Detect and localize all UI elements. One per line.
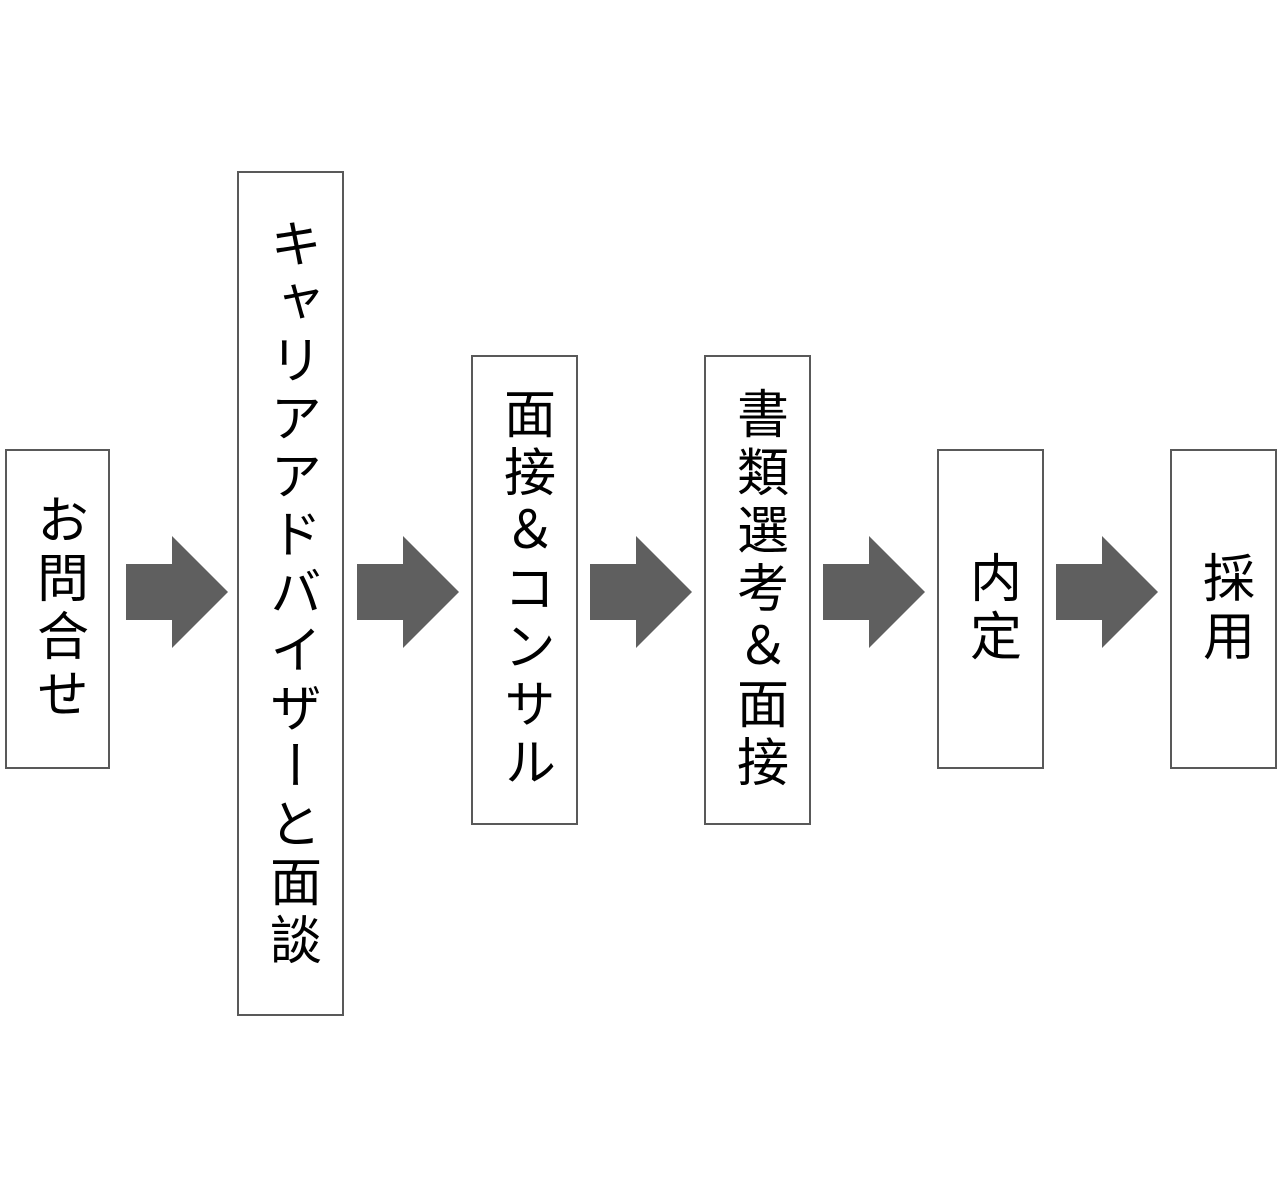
step-inquiry-label: お問合せ: [27, 493, 88, 725]
step-hiring-label: 採用: [1193, 551, 1254, 667]
right-arrow-icon: [357, 536, 459, 648]
step-interview-consult-box: 面接＆コンサル: [471, 355, 578, 825]
step-offer-label: 内定: [960, 551, 1021, 667]
right-arrow-icon: [1056, 536, 1158, 648]
step-career-advisor-box: キャリアアドバイザーと面談: [237, 171, 344, 1016]
step-offer-box: 内定: [937, 449, 1044, 769]
right-arrow-icon: [823, 536, 925, 648]
step-inquiry-box: お問合せ: [5, 449, 110, 769]
right-arrow-icon: [590, 536, 692, 648]
step-hiring-box: 採用: [1170, 449, 1277, 769]
step-screening-interview-box: 書類選考＆面接: [704, 355, 811, 825]
right-arrow-icon: [126, 536, 228, 648]
step-career-advisor-label: キャリアアドバイザーと面談: [260, 216, 321, 971]
step-interview-consult-label: 面接＆コンサル: [494, 387, 555, 793]
step-screening-interview-label: 書類選考＆面接: [727, 387, 788, 793]
